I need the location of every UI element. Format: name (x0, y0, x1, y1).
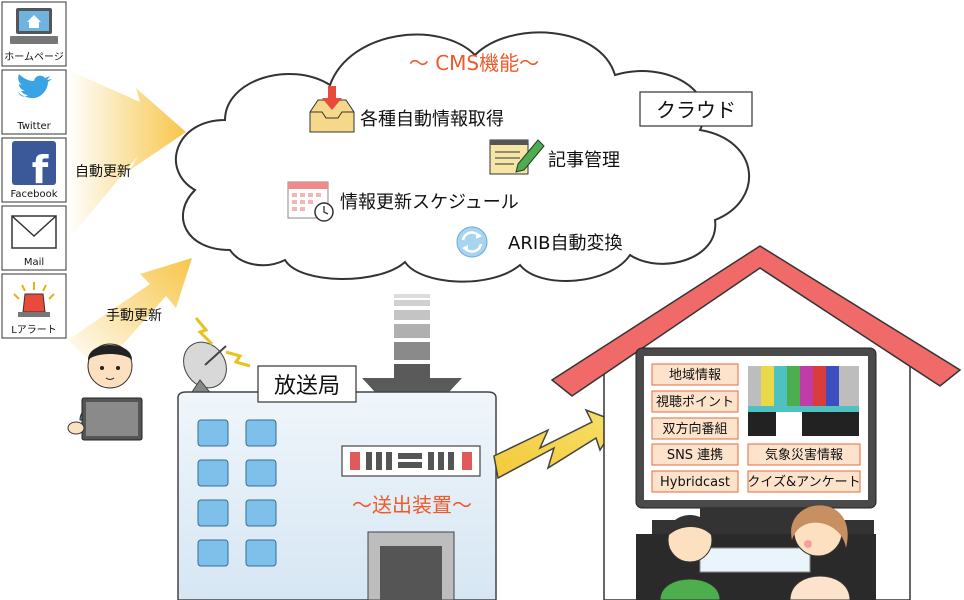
manual-update-arrow (68, 258, 192, 370)
auto-update-label: 自動更新 (75, 164, 131, 180)
satellite-dish-icon (183, 317, 251, 396)
source-twitter[interactable]: Twitter (1, 69, 67, 135)
alert-siren-icon (13, 282, 55, 317)
source-homepage[interactable]: ホームページ (1, 1, 67, 67)
source-label: Twitter (16, 121, 51, 132)
source-label: Lアラート (11, 324, 57, 336)
television (635, 347, 877, 534)
svg-text:f: f (32, 148, 49, 192)
feature-label: ARIB自動変換 (508, 233, 622, 254)
station-label: 放送局 (274, 374, 340, 399)
source-mail[interactable]: Mail (1, 205, 67, 271)
source-facebook[interactable]: f Facebook (1, 137, 67, 203)
transmitter-device (341, 445, 481, 477)
feature-arib-conversion[interactable]: ARIB自動変換 (456, 226, 622, 258)
service-tag[interactable]: Hybridcast (651, 470, 739, 493)
feature-label: 各種自動情報取得 (360, 109, 504, 130)
service-label: SNS 連携 (667, 447, 723, 463)
service-tag[interactable]: 双方向番組 (651, 417, 739, 440)
broadcast-station-building (177, 391, 497, 600)
feature-label: 情報更新スケジュール (340, 192, 519, 213)
calendar-clock-icon (287, 181, 334, 222)
mail-envelope-icon (11, 215, 57, 249)
inbox-download-icon (309, 86, 355, 133)
refresh-cycle-icon (456, 226, 488, 258)
color-bars (748, 366, 859, 436)
service-tag[interactable]: SNS 連携 (651, 443, 739, 466)
service-label: 気象災害情報 (765, 447, 843, 463)
service-tag[interactable]: クイズ&アンケート (747, 470, 861, 493)
transmission-bolt-arrow (493, 408, 620, 480)
twitter-bird-icon (18, 74, 52, 99)
feature-update-schedule[interactable]: 情報更新スケジュール (287, 181, 519, 222)
service-label: 双方向番組 (662, 421, 727, 437)
notepad-pencil-icon (489, 139, 545, 175)
source-label: Mail (24, 257, 44, 268)
service-label: 視聴ポイント (656, 395, 734, 410)
service-label: クイズ&アンケート (747, 474, 860, 490)
feature-article-management[interactable]: 記事管理 (489, 139, 620, 175)
device-label: 〜送出装置〜 (352, 493, 472, 517)
source-list: ホームページ Twitter f Facebook Mail (1, 1, 67, 339)
source-l-alert[interactable]: Lアラート (1, 273, 67, 339)
cms-title: 〜 CMS機能〜 (409, 51, 539, 75)
viewer-family (636, 505, 876, 600)
feature-label: 記事管理 (548, 150, 620, 171)
cloud-tag: クラウド (639, 91, 753, 127)
feature-auto-fetch[interactable]: 各種自動情報取得 (309, 86, 504, 133)
service-label: Hybridcast (660, 475, 730, 490)
auto-update-arrow (68, 70, 186, 240)
service-tag[interactable]: 視聴ポイント (651, 390, 739, 413)
source-label: Facebook (11, 189, 58, 200)
service-tag[interactable]: 地域情報 (651, 363, 739, 386)
facebook-icon: f (12, 141, 56, 192)
operator-person (67, 343, 143, 441)
service-tag[interactable]: 気象災害情報 (747, 443, 861, 466)
homepage-computer-icon (10, 8, 58, 44)
source-label: ホームページ (4, 51, 64, 63)
station-label-box: 放送局 (257, 365, 357, 403)
service-label: 地域情報 (669, 368, 721, 383)
cloud-tag-label: クラウド (656, 98, 736, 122)
manual-update-label: 手動更新 (106, 308, 162, 324)
